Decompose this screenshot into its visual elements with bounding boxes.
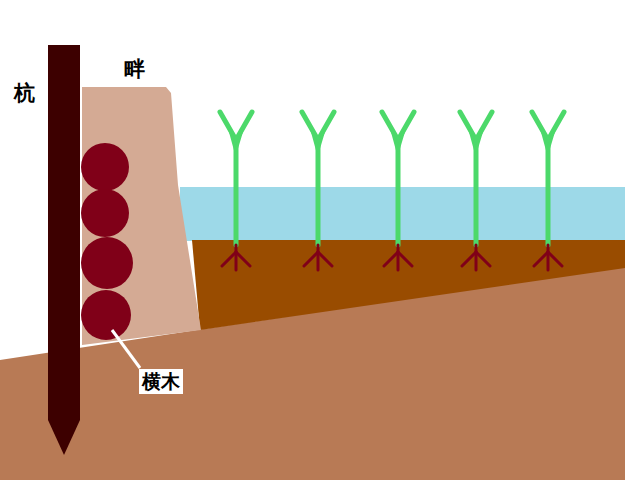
plant-stroke (474, 140, 479, 245)
crossbeam-label: 横木 (139, 369, 183, 394)
plant-stroke (382, 112, 398, 140)
plant-stroke (462, 252, 476, 266)
plant-stroke (318, 130, 324, 150)
plant-stroke (234, 140, 239, 245)
stake (48, 45, 80, 455)
water (180, 187, 625, 241)
plant-stroke (548, 252, 562, 266)
plant-stroke (316, 140, 321, 245)
plant-stroke (532, 112, 548, 140)
plant-stroke (476, 252, 490, 266)
plant-stroke (396, 140, 401, 245)
plant-stroke (475, 245, 478, 270)
plant-stroke (548, 130, 554, 150)
plant-stroke (398, 130, 404, 150)
plant-stroke (476, 112, 492, 140)
plant-stroke (476, 130, 482, 150)
plant-stroke (384, 252, 398, 266)
levee-label: 畔 (124, 58, 145, 81)
plant-stroke (546, 140, 551, 245)
crossbeams (81, 143, 133, 340)
plant-stroke (236, 112, 252, 140)
levee (82, 87, 201, 345)
leader-line (112, 330, 140, 368)
plant-stroke (222, 252, 236, 266)
paddy-soil (192, 240, 625, 330)
plant-stroke (460, 112, 476, 140)
plant-stroke (397, 245, 400, 270)
plant-stroke (534, 252, 548, 266)
plant-stroke (548, 112, 564, 140)
plant-stroke (302, 112, 318, 140)
plant-stroke (398, 112, 414, 140)
stake-label: 杭 (14, 82, 35, 105)
plant-stroke (235, 245, 238, 270)
plant-stroke (398, 252, 412, 266)
plant-stroke (236, 252, 250, 266)
plant-stroke (318, 112, 334, 140)
plant-stroke (236, 130, 242, 150)
plant-stroke (220, 112, 236, 140)
plant-stroke (304, 252, 318, 266)
plant-stroke (547, 245, 550, 270)
rice-plants (220, 112, 564, 270)
plant-stroke (318, 252, 332, 266)
plant-stroke (317, 245, 320, 270)
